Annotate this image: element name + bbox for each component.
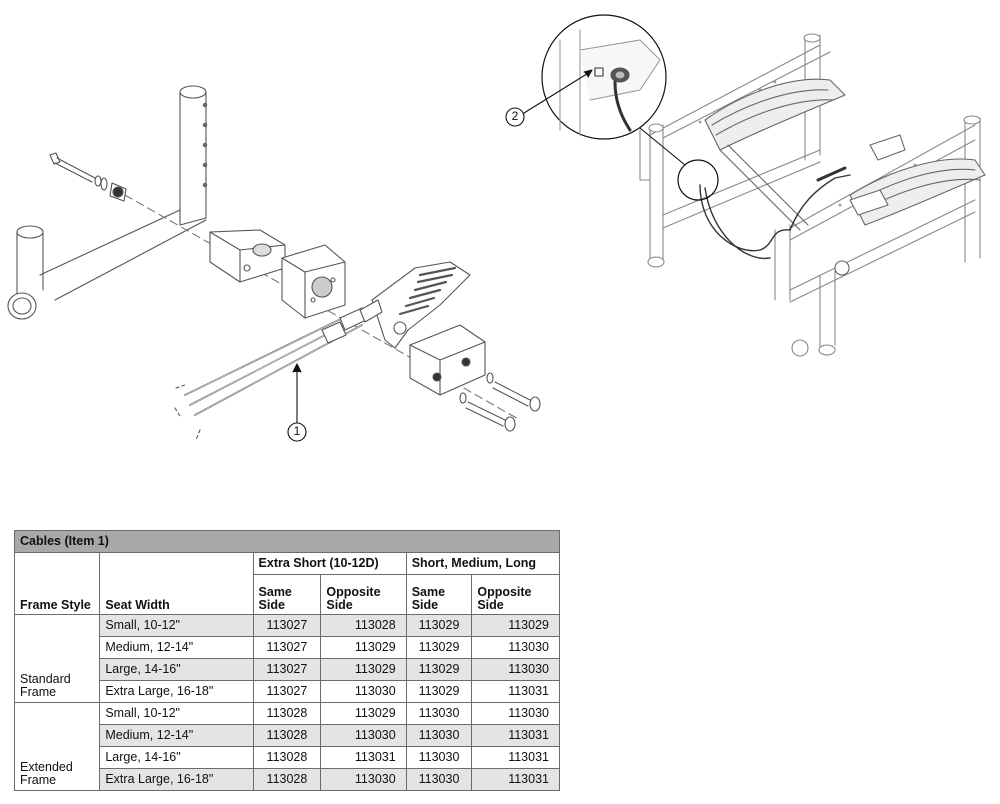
seat-width-cell: Extra Large, 16-18"	[99, 680, 254, 703]
part-number-cell: 113030	[405, 746, 473, 769]
table-row: Large, 14-16" 113028 113031 113030 11303…	[15, 746, 560, 769]
part-number-cell: 113031	[320, 746, 407, 769]
part-number-cell: 113028	[320, 614, 407, 637]
table-row: Large, 14-16" 113027 113029 113029 11303…	[15, 658, 560, 681]
frame-style-header: Frame Style	[13, 552, 101, 615]
cover-plate-drawing	[409, 324, 486, 396]
part-number-cell: 113029	[320, 658, 407, 681]
cables-parts-table: Cables (Item 1) Frame Style Seat Width E…	[13, 530, 561, 791]
part-number-cell: 113030	[405, 724, 473, 747]
release-levers-drawing	[719, 134, 906, 276]
screws-drawing	[459, 372, 541, 432]
callout-2	[505, 107, 525, 127]
part-number-cell: 113029	[320, 636, 407, 659]
part-number-cell: 113029	[405, 614, 473, 637]
part-number-cell: 113028	[252, 702, 322, 725]
part-number-cell: 113029	[405, 680, 473, 703]
part-number-cell: 113029	[471, 614, 560, 637]
part-number-cell: 113030	[471, 702, 560, 725]
chair-frame-drawing	[639, 33, 981, 357]
part-number-cell: 113028	[252, 724, 322, 747]
sub-header-sml-opposite: Opposite Side	[471, 574, 560, 615]
callout-1	[287, 422, 307, 442]
part-number-cell: 113029	[320, 702, 407, 725]
table-row: Extra Large, 16-18" 113028 113030 113030…	[15, 768, 560, 791]
seat-width-cell: Extra Large, 16-18"	[99, 768, 254, 791]
part-number-cell: 113031	[471, 746, 560, 769]
right-cable-drawing	[699, 166, 851, 260]
part-number-cell: 113030	[471, 658, 560, 681]
exploded-parts-illustration	[7, 14, 986, 442]
bracket-drawing	[281, 244, 346, 319]
sub-header-es-same: Same Side	[252, 574, 322, 615]
table-title: Cables (Item 1)	[14, 530, 560, 553]
bolt-drawing	[49, 152, 127, 202]
part-number-cell: 113030	[320, 768, 407, 791]
callout-1-label: 1	[293, 424, 301, 438]
part-number-cell: 113031	[471, 680, 560, 703]
table-row: Extra Large, 16-18" 113027 113030 113029…	[15, 680, 560, 703]
part-number-cell: 113027	[252, 614, 322, 637]
part-number-cell: 113031	[471, 768, 560, 791]
part-number-cell: 113028	[252, 746, 322, 769]
seat-width-header: Seat Width	[99, 552, 254, 615]
part-number-cell: 113027	[252, 658, 322, 681]
callout-2-label: 2	[511, 109, 519, 123]
seat-width-cell: Small, 10-12"	[99, 614, 254, 637]
spacer-block-drawing	[209, 229, 286, 283]
frame-style-cell: Extended Frame	[13, 702, 101, 791]
seat-width-cell: Medium, 12-14"	[99, 724, 254, 747]
frame-tube-drawing	[7, 85, 208, 320]
cable-bundle-drawing	[174, 299, 383, 441]
table-row: Medium, 12-14" 113027 113029 113029 1130…	[15, 636, 560, 659]
part-number-cell: 113027	[252, 680, 322, 703]
part-number-cell: 113031	[471, 724, 560, 747]
part-number-cell: 113030	[320, 680, 407, 703]
seat-width-cell: Medium, 12-14"	[99, 636, 254, 659]
part-number-cell: 113029	[405, 636, 473, 659]
part-number-cell: 113030	[320, 724, 407, 747]
group-header-short-medium-long: Short, Medium, Long	[405, 552, 561, 575]
part-number-cell: 113030	[405, 702, 473, 725]
part-number-cell: 113027	[252, 636, 322, 659]
seat-width-cell: Large, 14-16"	[99, 658, 254, 681]
part-number-cell: 113029	[405, 658, 473, 681]
lever-handle-drawing	[371, 261, 471, 349]
sub-header-es-opposite: Opposite Side	[320, 574, 407, 615]
table-row: Extended Frame Small, 10-12" 113028 1130…	[13, 702, 560, 791]
sub-header-sml-same: Same Side	[405, 574, 473, 615]
group-header-extra-short: Extra Short (10-12D)	[252, 552, 407, 575]
table-row: Medium, 12-14" 113028 113030 113030 1130…	[15, 724, 560, 747]
seat-width-cell: Large, 14-16"	[99, 746, 254, 769]
part-number-cell: 113030	[405, 768, 473, 791]
table-row: Standard Frame Small, 10-12" 113027 1130…	[13, 614, 560, 703]
part-number-cell: 113028	[252, 768, 322, 791]
part-number-cell: 113030	[471, 636, 560, 659]
detail-magnifier-drawing	[541, 14, 686, 166]
armrest-pads-drawing	[704, 78, 986, 226]
seat-width-cell: Small, 10-12"	[99, 702, 254, 725]
frame-style-cell: Standard Frame	[13, 614, 101, 703]
